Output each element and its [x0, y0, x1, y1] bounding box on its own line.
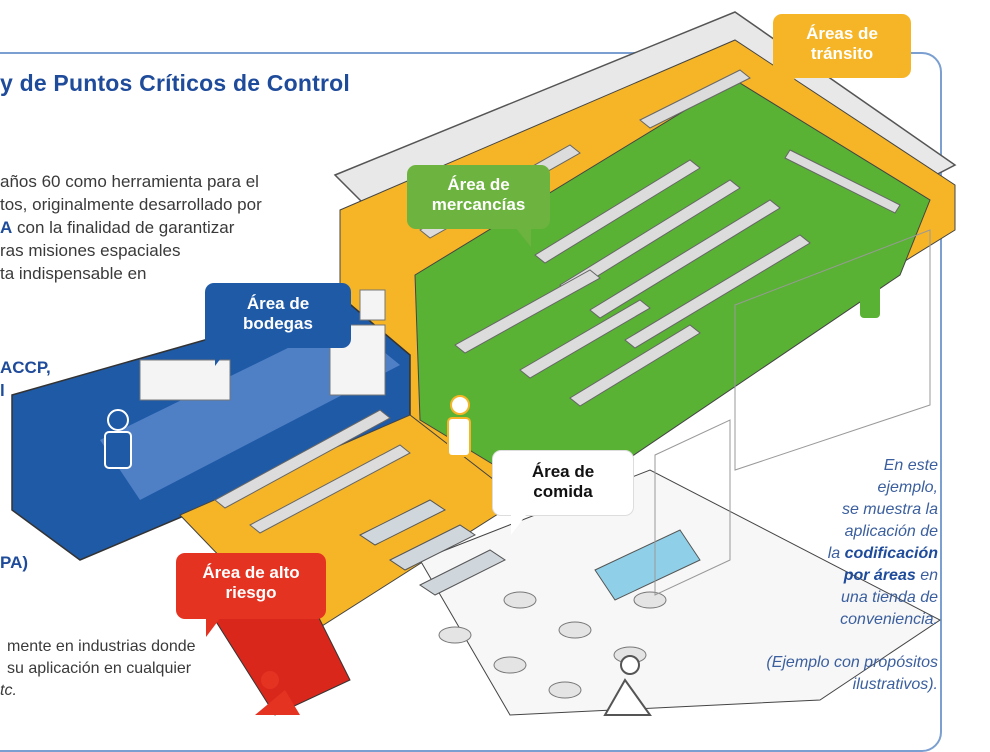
note-codificacion: codificación — [844, 545, 938, 562]
callout-mercancias: Área de mercancías — [407, 165, 550, 247]
bpa-fragment: PA) — [0, 553, 29, 572]
intro-bold-a: A — [0, 218, 13, 237]
haccp-text: ACCP, — [0, 358, 51, 377]
etc-line: tc. — [0, 682, 17, 699]
callout-comida-text: Área de comida — [531, 462, 595, 501]
note-line-3: se muestra la — [841, 501, 938, 518]
callout-mercancias-text: Área de mercancías — [431, 175, 526, 214]
worker-icons — [104, 256, 884, 716]
worker-storage-icon — [104, 409, 132, 469]
note-line-2: ejemplo, — [877, 479, 938, 496]
partitions — [654, 229, 931, 596]
checkout-counters — [359, 499, 506, 596]
worker-transit-icon — [447, 395, 471, 457]
example-note: En este ejemplo, se muestra la aplicació… — [788, 455, 938, 631]
intro-paragraph: años 60 como herramienta para el tos, or… — [0, 170, 390, 285]
note-por-areas: por áreas — [843, 567, 916, 584]
intro-line-3-text: con la finalidad de garantizar — [17, 218, 235, 237]
note-line-7: una tienda de — [841, 589, 938, 606]
callout-transito-text: Áreas de tránsito — [806, 24, 878, 63]
callout-bodegas: Área de bodegas — [205, 283, 351, 366]
callout-transito: Áreas de tránsito — [773, 14, 911, 94]
callout-alto-riesgo: Área de alto riesgo — [176, 553, 326, 637]
storage-floor-inner — [100, 320, 400, 500]
note-line-4: aplicación de — [844, 523, 938, 540]
worker-food-icon — [603, 655, 652, 716]
note-line-6: por áreas en — [788, 565, 938, 587]
note-line-8: conveniencia. — [840, 611, 938, 628]
intro-line-4: ras misiones espaciales — [0, 241, 181, 260]
food-counter — [594, 529, 701, 601]
note-line-5-pre: la — [827, 545, 845, 562]
intro-line-1: años 60 como herramienta para el — [0, 172, 259, 191]
haccp-fragment: ACCP, l — [0, 356, 51, 402]
worker-merchandise-icon — [860, 256, 884, 318]
store-illustration — [11, 11, 957, 716]
shelving-group — [419, 69, 901, 407]
intro-line-3: A con la finalidad de garantizar — [0, 216, 390, 239]
worker-highrisk-icon — [255, 671, 300, 715]
disclaimer-line-1: (Ejemplo con propósitos — [766, 654, 938, 671]
intro-line-2: tos, originalmente desarrollado por — [0, 195, 262, 214]
note-line-5: la codificación — [788, 543, 938, 565]
disclaimer-note: (Ejemplo con propósitos ilustrativos). — [708, 652, 938, 696]
industrias-line: mente en industrias donde — [7, 638, 196, 655]
callout-bodegas-text: Área de bodegas — [243, 294, 313, 333]
closing-paragraph: mente en industrias donde su aplicación … — [0, 636, 300, 702]
aplicacion-line: su aplicación en cualquier — [7, 660, 192, 677]
disclaimer-line-2: ilustrativos). — [852, 676, 938, 693]
shelving-left — [214, 409, 411, 534]
callout-comida: Área de comida — [492, 450, 634, 535]
i-fragment: l — [0, 381, 5, 400]
callout-alto-riesgo-text: Área de alto riesgo — [202, 563, 300, 602]
page-title: y de Puntos Críticos de Control — [0, 70, 350, 96]
note-line-1: En este — [883, 457, 938, 474]
note-line-6-post: en — [915, 567, 938, 584]
intro-line-5: ta indispensable en — [0, 264, 147, 283]
